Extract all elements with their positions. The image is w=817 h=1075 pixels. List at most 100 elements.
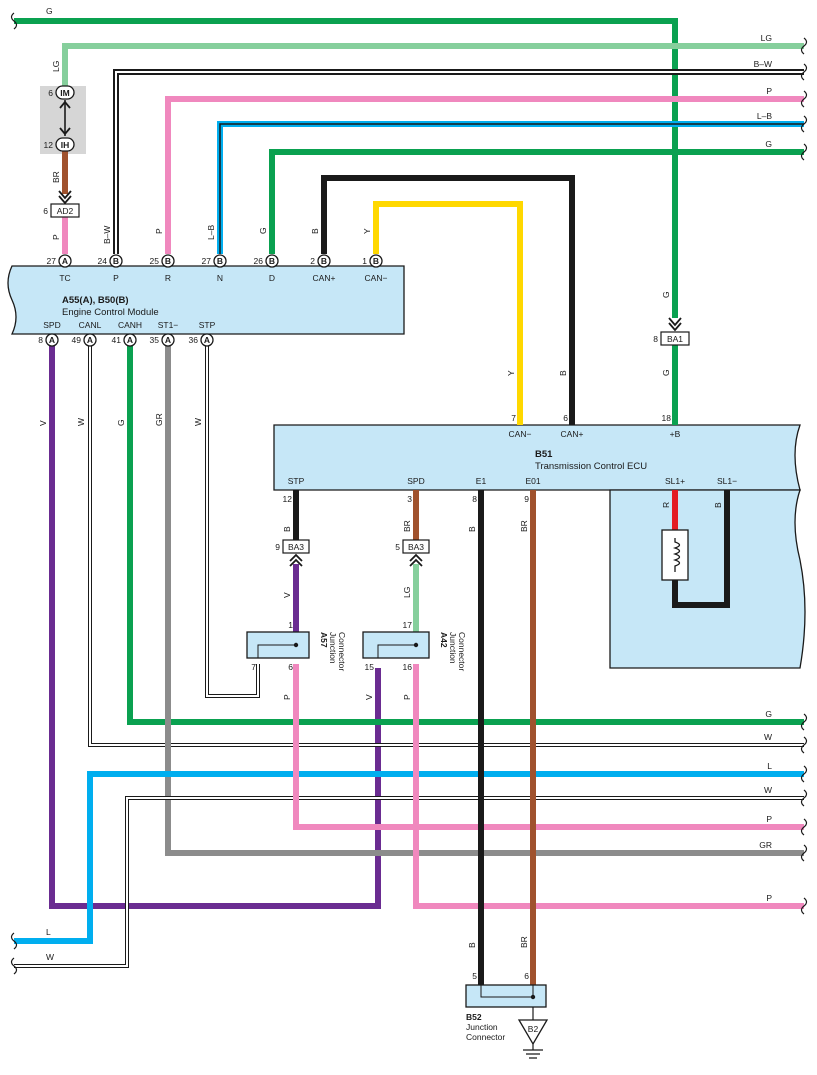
solenoid-body [661, 529, 689, 581]
ecm-top-pins: A 27 TC B 24 P B 25 R B 27 N B 26 D [47, 254, 387, 283]
svg-text:W: W [76, 418, 86, 426]
svg-text:R: R [165, 273, 171, 283]
ba3-right-connector: BA3 5 [395, 539, 430, 567]
ba1-connector: BA1 8 [653, 317, 690, 346]
svg-text:D: D [269, 273, 275, 283]
tcu-solenoid-area [609, 489, 806, 669]
svg-text:B: B [269, 256, 275, 266]
ba3-right-box [402, 539, 430, 554]
svg-text:A: A [62, 256, 68, 266]
ecm-pin-spd: A 8 SPD [38, 320, 61, 347]
svg-text:B: B [713, 502, 723, 508]
ba3-right-num: 5 [395, 542, 400, 552]
tcu-pin-sl1-plus: SL1+ [665, 476, 685, 486]
ecm-bottom-pins: A 8 SPD A 49 CANL A 41 CANH A 35 ST1− A … [38, 320, 216, 347]
svg-text:36: 36 [189, 335, 199, 345]
ecm-name: Engine Control Module [62, 307, 159, 318]
b52-internal-bus [480, 985, 534, 998]
a57-pin-1: 1 [288, 620, 293, 630]
b52-label-l1: Junction [466, 1022, 498, 1032]
ground-code: B2 [528, 1024, 539, 1034]
svg-text:GR: GR [154, 413, 164, 426]
ecm-pin-canl: A 49 CANL [72, 320, 102, 347]
right-edge-labels: LG B–W P L–B G G W L W P GR P [754, 33, 773, 903]
tcu-pin-can-minus: CAN− [509, 429, 532, 439]
svg-text:P: P [154, 228, 164, 234]
svg-text:A: A [127, 335, 133, 345]
ad2-chevron-icon [58, 190, 72, 205]
svg-text:LG: LG [402, 587, 412, 598]
ecm-label: A55(A), B50(B) [62, 295, 129, 306]
svg-text:B: B [373, 256, 379, 266]
svg-text:BR: BR [51, 171, 61, 183]
svg-text:B: B [165, 256, 171, 266]
a42-pin-16: 16 [403, 662, 413, 672]
b52-pin-5: 5 [472, 971, 477, 981]
solenoid-sl1 [661, 529, 689, 581]
a42-pin-15: 15 [365, 662, 375, 672]
ecm-pin-canh: A 41 CANH [112, 320, 142, 347]
svg-text:B–W: B–W [754, 59, 772, 69]
svg-text:Y: Y [506, 370, 516, 376]
ba3-left-code: BA3 [288, 542, 304, 552]
a57-label: A57 [319, 632, 329, 648]
svg-text:L: L [767, 761, 772, 771]
a42-junction: 17 15 16 A42 Junction Connector [362, 620, 467, 672]
svg-text:LG: LG [51, 61, 61, 72]
pin-im-code: IM [60, 88, 69, 98]
svg-text:CAN+: CAN+ [313, 273, 336, 283]
pin-im-oval [55, 85, 75, 100]
svg-text:W: W [764, 732, 772, 742]
tcu-bottom-pins: STP 12 SPD 3 E1 8 E01 9 SL1+ SL1− [283, 476, 738, 504]
pin-ih-code: IH [61, 140, 70, 150]
ba1-chevron-icon [668, 317, 682, 332]
wires [14, 18, 804, 985]
svg-text:25: 25 [150, 256, 160, 266]
svg-text:P: P [113, 273, 119, 283]
ecm-pin-stp: A 36 STP [189, 320, 216, 347]
a42-label: A42 [439, 632, 449, 648]
a42-pin-17: 17 [403, 620, 413, 630]
tcu-pin-6-num: 6 [563, 413, 568, 423]
ecm-box [7, 265, 405, 335]
a57-internal-bus [257, 644, 296, 658]
svg-text:B: B [282, 526, 292, 532]
ecm-pin-d: B 26 D [254, 254, 279, 283]
ba3-right-chevron-icon [409, 553, 423, 567]
svg-text:G: G [661, 369, 671, 376]
svg-text:BR: BR [519, 520, 529, 532]
svg-text:49: 49 [72, 335, 82, 345]
ad2-num: 6 [43, 206, 48, 216]
vertical-wire-labels: LG BR P B–W P L–B G B Y Y B G G V W G GR… [38, 61, 723, 948]
tcu-pin-plus-b: +B [670, 429, 681, 439]
ecm-pin-p: B 24 P [98, 254, 123, 283]
ecm-pin-can-minus: B 1 CAN− [362, 254, 387, 283]
svg-text:L–B: L–B [757, 111, 772, 121]
svg-text:27: 27 [202, 256, 212, 266]
svg-text:G: G [258, 227, 268, 234]
svg-text:V: V [282, 592, 292, 598]
a57-splice-dot [293, 642, 299, 648]
b52-label-l2: Connector [466, 1032, 505, 1042]
svg-text:N: N [217, 273, 223, 283]
svg-text:P: P [51, 234, 61, 240]
svg-text:27: 27 [47, 256, 57, 266]
svg-text:ST1−: ST1− [158, 320, 179, 330]
svg-text:A: A [204, 335, 210, 345]
svg-text:A: A [49, 335, 55, 345]
ecm-pin-can-plus: B 2 CAN+ [310, 254, 336, 283]
svg-text:CANL: CANL [79, 320, 102, 330]
ba1-num: 8 [653, 334, 658, 344]
ground-lines-icon [523, 1044, 543, 1059]
ecm-pin-tc: A 27 TC [47, 254, 72, 283]
svg-text:L: L [46, 927, 51, 937]
double-arrow-icon [59, 100, 71, 136]
a42-splice-dot [413, 642, 419, 648]
tcu-pin-3-num: 3 [407, 494, 412, 504]
ad2-box [50, 203, 80, 218]
svg-text:L–B: L–B [206, 225, 216, 240]
ecm-pin-n: B 27 N [202, 254, 227, 283]
svg-text:G: G [661, 291, 671, 298]
svg-text:P: P [766, 893, 772, 903]
